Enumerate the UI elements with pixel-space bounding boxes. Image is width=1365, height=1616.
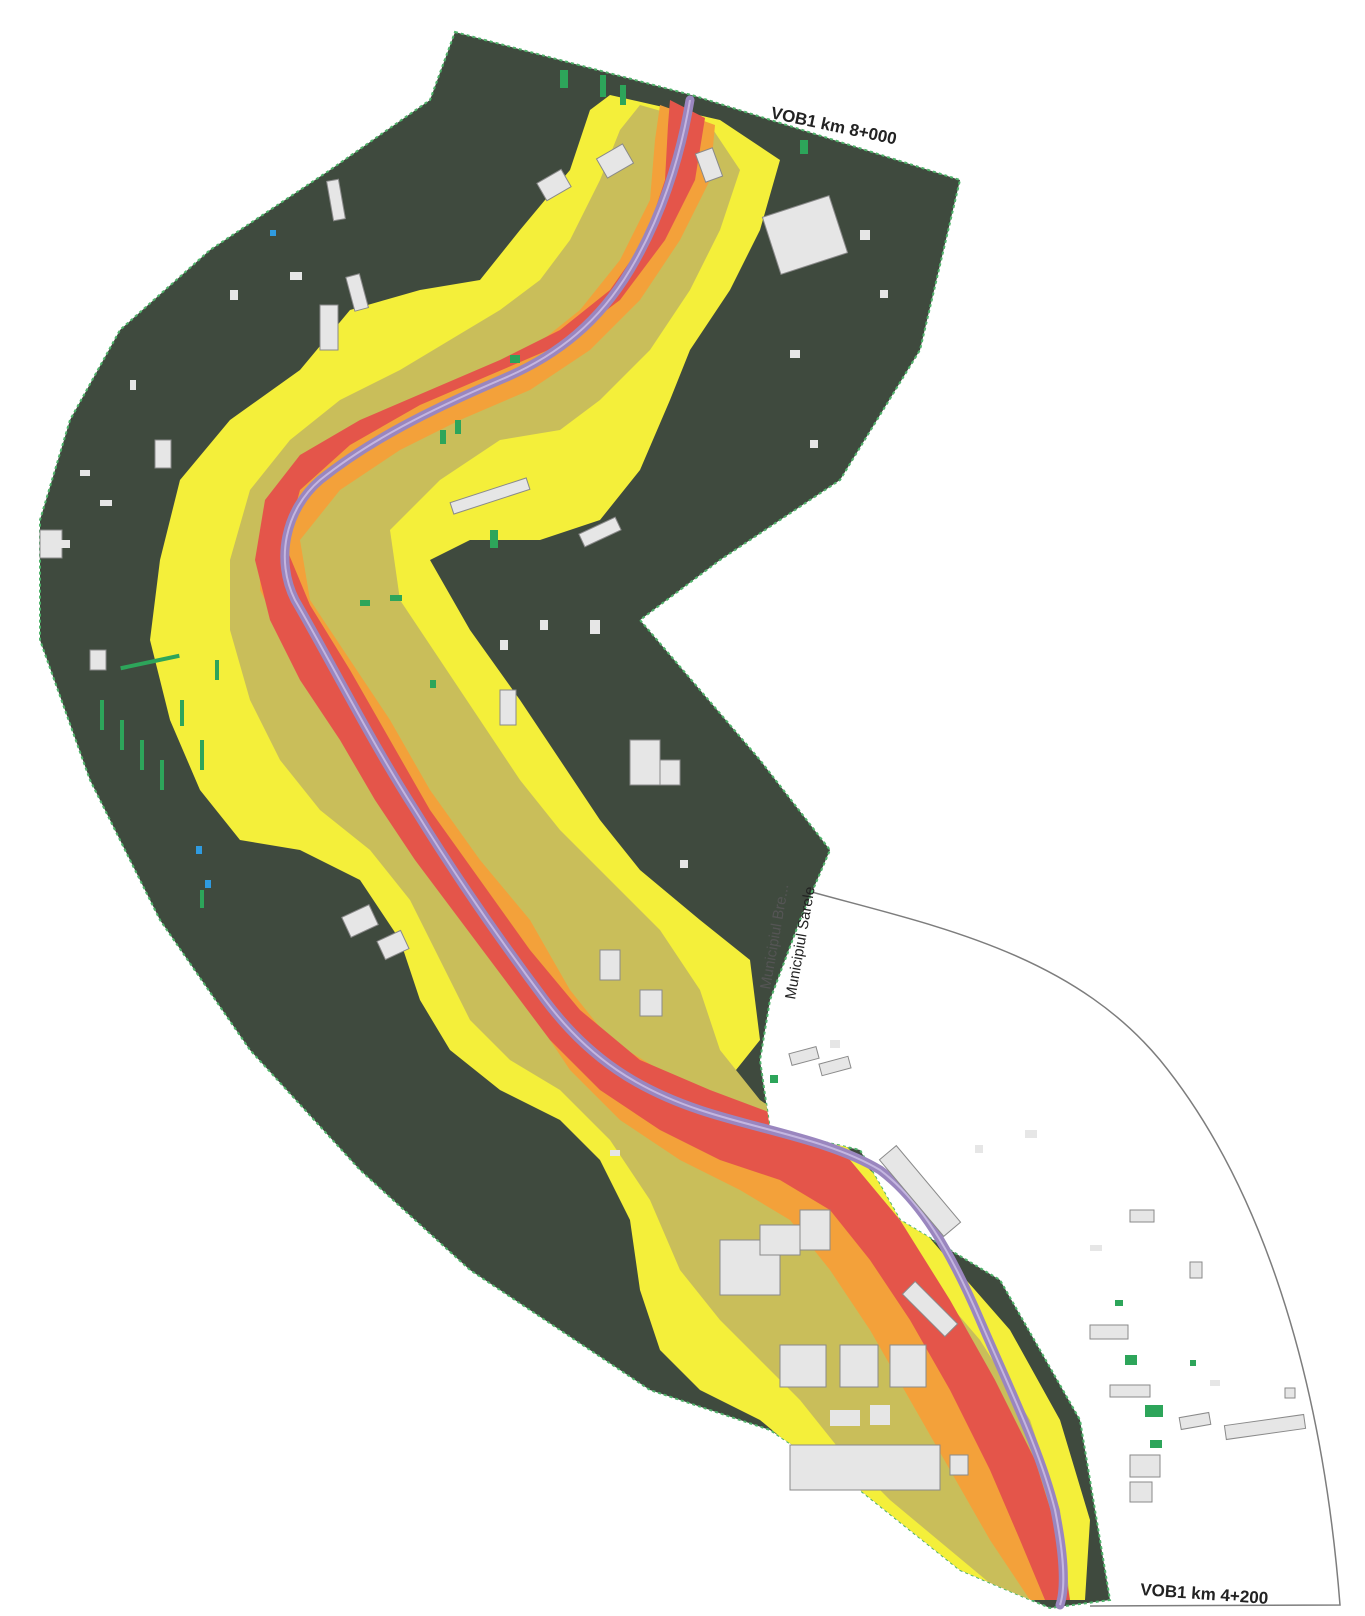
small-buildings [60, 230, 1220, 1426]
green-buildings [100, 70, 1196, 1448]
buildings [39, 143, 1307, 1503]
road-axis-centerline [283, 99, 1065, 1606]
blue-features [196, 846, 211, 888]
municipal-boundary-line [769, 879, 1341, 1607]
noise-band-red [255, 100, 1070, 1600]
km-end-label: VOB1 km 4+200 [1140, 1580, 1269, 1608]
